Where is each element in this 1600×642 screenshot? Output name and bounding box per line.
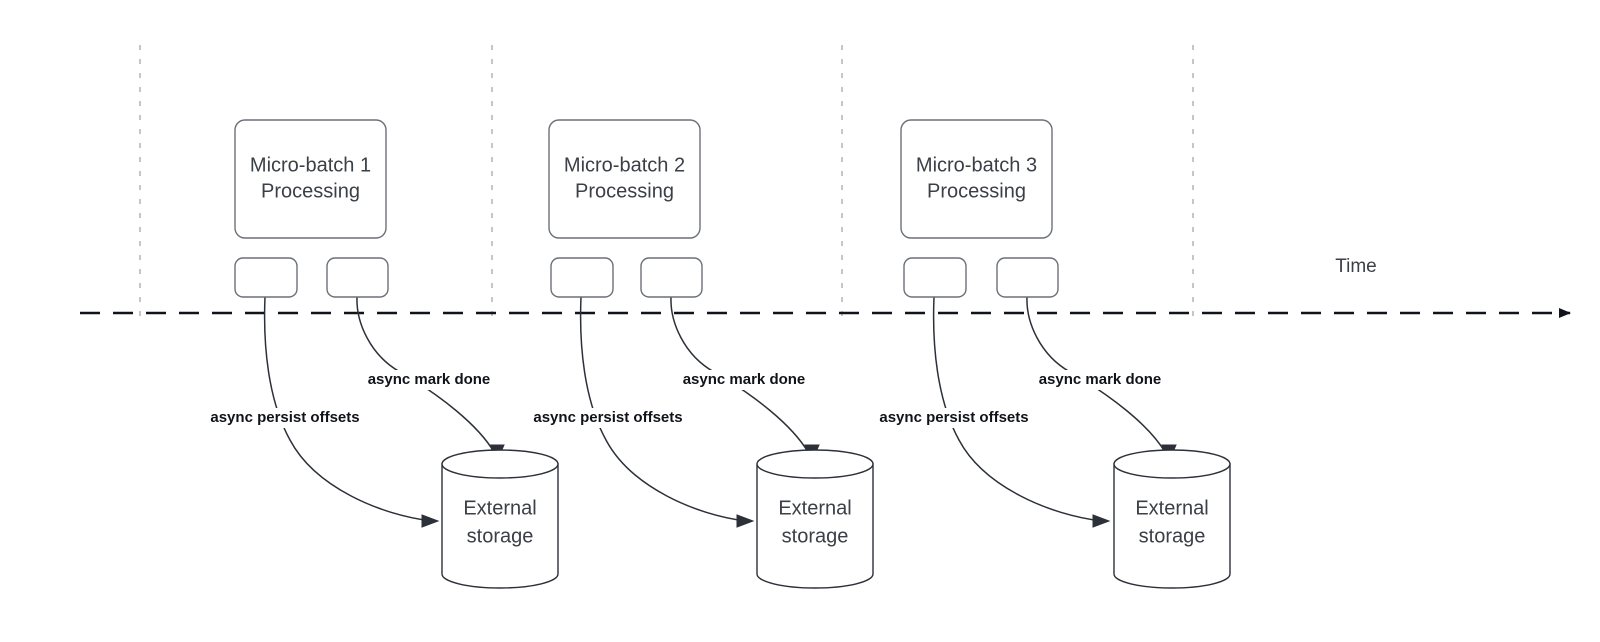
task-slot-right[interactable] (996, 257, 1059, 298)
storage-label-line2: storage (467, 525, 534, 547)
timeline-label: Time (1335, 256, 1377, 277)
async-persist-offsets-curve (932, 296, 1103, 522)
cylinder-top-ellipse (441, 449, 559, 479)
async-persist-offsets-label: async persist offsets (210, 409, 359, 426)
async-persist-offsets-curve (579, 296, 747, 522)
async-mark-done-label: async mark done (368, 371, 491, 388)
async-persist-offsets-label: async persist offsets (533, 409, 682, 426)
cylinder-top-ellipse (756, 449, 874, 479)
async-persist-offsets-label-backdrop (205, 408, 365, 428)
task-slot-right[interactable] (640, 257, 703, 298)
async-persist-offsets-arrowhead (736, 514, 755, 528)
micro-batch-label-line2: Processing (927, 180, 1026, 202)
task-slot-left[interactable] (234, 257, 298, 298)
task-slot-left[interactable] (550, 257, 614, 298)
storage-label-line2: storage (782, 525, 849, 547)
async-mark-done-label-backdrop (1020, 370, 1180, 390)
async-mark-done-label: async mark done (1039, 371, 1162, 388)
async-persist-offsets-label-backdrop (874, 408, 1034, 428)
async-mark-done-label-backdrop (664, 370, 824, 390)
micro-batch-label-line1: Micro-batch 1 (250, 154, 371, 176)
async-persist-offsets-label-backdrop (528, 408, 688, 428)
divider-group (139, 45, 1194, 318)
storage-label-line2: storage (1139, 525, 1206, 547)
async-mark-done-label: async mark done (683, 371, 806, 388)
async-persist-offsets-label: async persist offsets (879, 409, 1028, 426)
async-persist-offsets-curve (263, 296, 433, 522)
async-mark-done-label-backdrop (349, 370, 509, 390)
micro-batch-box[interactable] (548, 119, 701, 239)
micro-batch-box[interactable] (234, 119, 387, 239)
micro-batch-label-line1: Micro-batch 3 (916, 154, 1037, 176)
external-storage-cylinder[interactable] (756, 463, 874, 589)
micro-batch-box[interactable] (900, 119, 1053, 239)
edge-labels-group: async persist offsets async mark done asyn… (205, 370, 1180, 428)
cylinder-top-ellipse (1113, 449, 1231, 479)
task-slot-right[interactable] (326, 257, 389, 298)
edges-group (263, 296, 1177, 528)
micro-batch-label-line2: Processing (575, 180, 674, 202)
async-persist-offsets-arrowhead (1092, 514, 1111, 528)
async-persist-offsets-arrowhead (421, 514, 440, 528)
storage-label-line1: External (463, 497, 536, 519)
external-storage-cylinder[interactable] (1113, 463, 1231, 589)
storage-label-line1: External (1135, 497, 1208, 519)
micro-batch-label-line2: Processing (261, 180, 360, 202)
micro-batch-label-line1: Micro-batch 2 (564, 154, 685, 176)
storage-label-line1: External (778, 497, 851, 519)
external-storage-cylinder[interactable] (441, 463, 559, 589)
timeline-group: Time (80, 256, 1571, 318)
task-slot-left[interactable] (903, 257, 967, 298)
